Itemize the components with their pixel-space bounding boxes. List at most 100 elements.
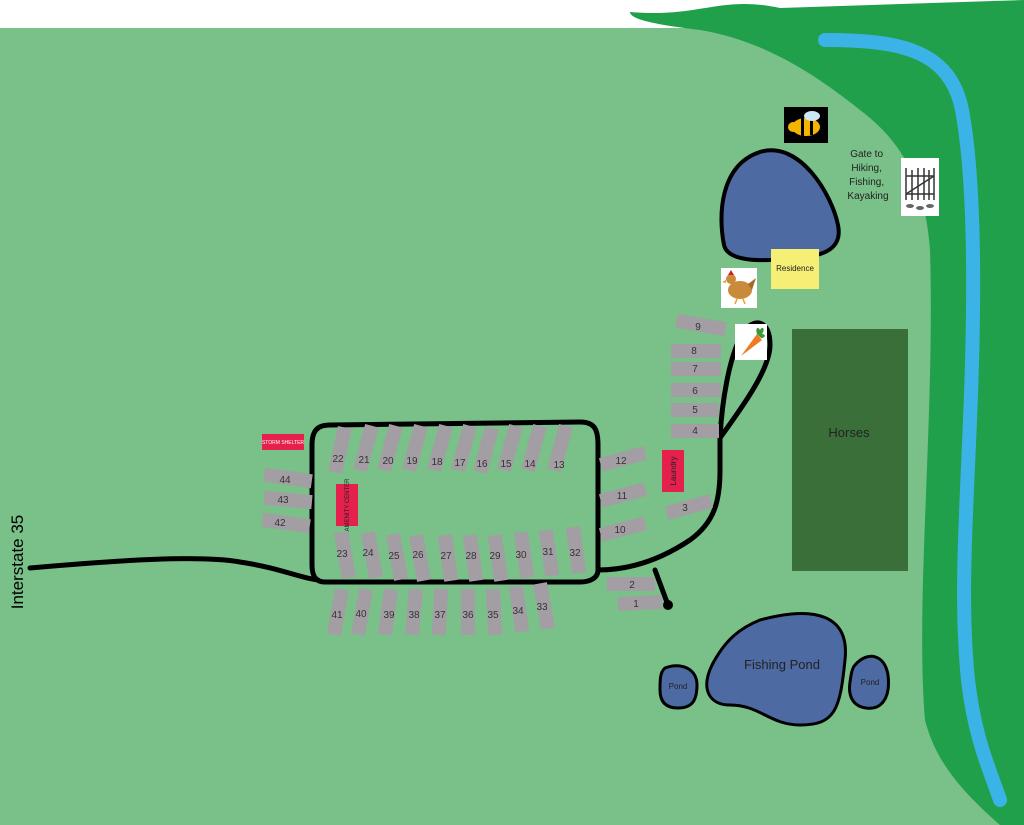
loop-north — [717, 320, 773, 441]
campsite-16[interactable] — [473, 425, 499, 475]
campsite-13[interactable] — [547, 423, 573, 473]
pond-left[interactable] — [658, 664, 699, 710]
campsite-1[interactable] — [617, 594, 663, 612]
campsite-label-16: 16 — [476, 459, 488, 470]
campsite-4[interactable] — [671, 424, 719, 438]
river — [818, 33, 1007, 807]
campsite-label-23: 23 — [336, 549, 348, 560]
storm-shelter-label: STORM SHELTER — [262, 440, 304, 446]
chicken-icon — [721, 268, 757, 308]
campsite-label-5: 5 — [692, 405, 698, 416]
campsite-label-21: 21 — [358, 455, 370, 466]
campsite-label-2: 2 — [629, 580, 635, 591]
horses-label: Horses — [828, 425, 870, 440]
angled-campsites — [327, 423, 587, 636]
campsite-3[interactable] — [664, 494, 714, 520]
storm-shelter[interactable] — [262, 434, 304, 450]
campsite-label-27: 27 — [440, 551, 452, 562]
residence-building[interactable] — [771, 249, 819, 289]
campsite-label-30: 30 — [515, 550, 527, 561]
campsite-41[interactable] — [327, 588, 349, 636]
campsite-25[interactable] — [386, 533, 408, 581]
amenity-center[interactable] — [336, 484, 358, 526]
east-road — [595, 427, 723, 573]
amenity-center-label: AMENITY CENTER — [345, 478, 351, 532]
campsite-label-35: 35 — [487, 610, 499, 621]
gate-line-4: Kayaking — [847, 191, 888, 202]
campsite-5[interactable] — [671, 403, 719, 417]
campsite-23[interactable] — [334, 531, 356, 579]
campsite-2[interactable] — [607, 577, 655, 591]
campsite-27[interactable] — [437, 534, 459, 582]
campsite-14[interactable] — [521, 423, 547, 473]
campsite-label-44: 44 — [279, 475, 291, 486]
campsite-19[interactable] — [402, 423, 428, 473]
campsites — [261, 313, 727, 612]
campsite-26[interactable] — [409, 534, 431, 582]
campsite-40[interactable] — [351, 588, 373, 636]
campsite-12[interactable] — [598, 446, 648, 472]
campsite-label-26: 26 — [412, 550, 424, 561]
campsite-10[interactable] — [598, 516, 648, 542]
campsite-label-33: 33 — [536, 602, 548, 613]
campsite-label-37: 37 — [434, 610, 446, 621]
gate-icon[interactable] — [901, 158, 939, 216]
campsite-label-43: 43 — [277, 495, 289, 506]
campsite-label-11: 11 — [617, 491, 628, 502]
campsite-11[interactable] — [598, 482, 648, 508]
campsite-label-25: 25 — [388, 551, 400, 562]
campsite-6[interactable] — [671, 383, 721, 397]
campsite-37[interactable] — [431, 588, 449, 636]
laundry-building[interactable] — [662, 450, 684, 492]
campsite-label-38: 38 — [408, 610, 420, 621]
campsite-label-3: 3 — [682, 503, 688, 514]
campsite-44[interactable] — [263, 467, 313, 489]
campsite-label-39: 39 — [383, 610, 395, 621]
campsite-label-12: 12 — [615, 456, 627, 467]
main-road — [27, 556, 321, 583]
campsite-label-1: 1 — [633, 599, 639, 610]
campsite-35[interactable] — [485, 588, 503, 636]
campsite-28[interactable] — [462, 534, 484, 582]
campsite-38[interactable] — [405, 588, 423, 636]
campsite-label-36: 36 — [462, 610, 474, 621]
campsite-21[interactable] — [353, 423, 379, 473]
pond-right[interactable] — [848, 654, 890, 710]
campsite-32[interactable] — [565, 526, 587, 574]
campsite-43[interactable] — [263, 490, 313, 510]
campsite-label-31: 31 — [542, 547, 554, 558]
campsite-34[interactable] — [508, 585, 530, 633]
campsite-8[interactable] — [671, 344, 721, 358]
campsite-15[interactable] — [497, 423, 523, 473]
campsite-label-10: 10 — [614, 525, 626, 536]
campsite-18[interactable] — [427, 423, 453, 473]
campsite-22[interactable] — [328, 426, 352, 474]
gate-line-3: Fishing, — [849, 177, 884, 188]
fishing-pond[interactable] — [705, 612, 847, 727]
campsite-33[interactable] — [533, 582, 555, 630]
campsite-30[interactable] — [513, 531, 535, 579]
campsite-24[interactable] — [361, 531, 383, 579]
campsite-9[interactable] — [675, 313, 727, 337]
campsite-36[interactable] — [461, 589, 475, 635]
laundry-label: Laundry — [669, 457, 678, 486]
campsite-20[interactable] — [377, 423, 403, 473]
campsite-label-17: 17 — [454, 458, 466, 469]
campsite-label-32: 32 — [569, 548, 581, 559]
campsite-17[interactable] — [451, 423, 477, 473]
campsite-31[interactable] — [538, 529, 560, 577]
roads — [27, 320, 773, 608]
horses-pasture — [792, 329, 908, 571]
campsite-29[interactable] — [487, 534, 509, 582]
campsite-39[interactable] — [377, 588, 399, 636]
road-end — [663, 600, 673, 610]
campsite-label-7: 7 — [692, 364, 698, 375]
campsite-42[interactable] — [261, 512, 311, 534]
campsite-label-29: 29 — [489, 551, 501, 562]
pond-right-label: Pond — [861, 678, 880, 687]
campsite-label-8: 8 — [691, 346, 697, 357]
carrot-icon — [735, 324, 767, 360]
campsite-7[interactable] — [671, 362, 721, 376]
